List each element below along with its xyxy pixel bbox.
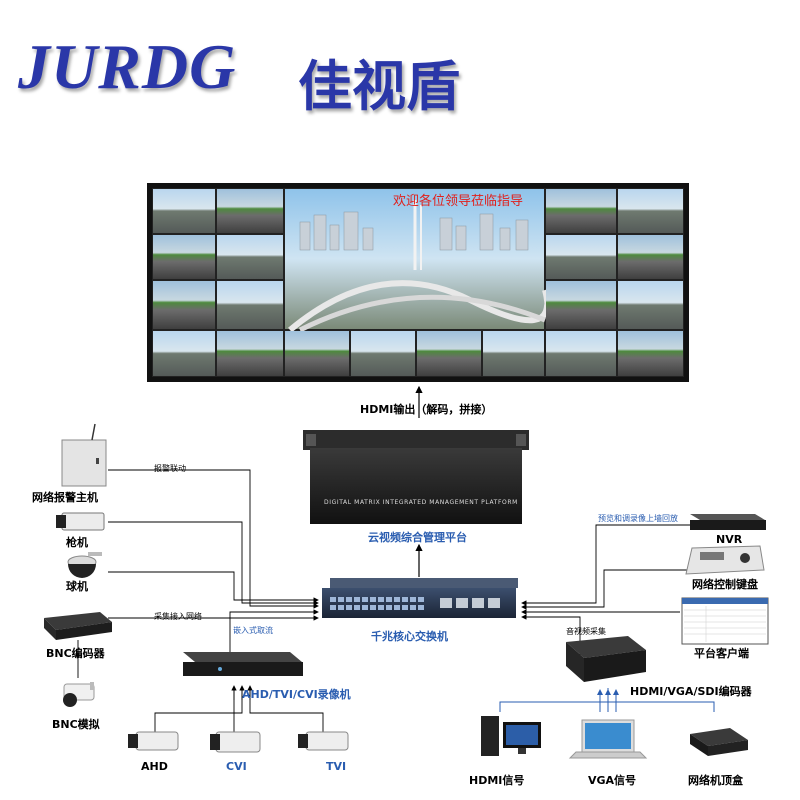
laptop-icon [570,720,646,758]
embedded-stream-label: 嵌入式取流 [233,625,273,636]
dvr-icon [183,652,303,676]
dome-camera-icon [68,552,102,578]
set-top-box-icon [690,728,748,756]
platform-client-icon [682,598,768,644]
platform-label: 云视频综合管理平台 [368,529,467,545]
keyboard-label: 网络控制键盘 [692,576,758,592]
alarm-host-icon [62,424,106,486]
av-encoder-label: HDMI/VGA/SDI编码器 [630,683,752,699]
client-label: 平台客户端 [694,645,749,661]
gun-camera-label: 枪机 [66,534,88,550]
nvr-icon [690,514,766,530]
wall-banner: 欢迎各位领导莅临指导 [393,190,523,209]
core-switch [322,578,518,618]
capture-network-label: 采集接入网络 [154,611,202,622]
dvr-label: AHD/TVI/CVI录像机 [242,686,351,702]
ahd-camera-icon [128,732,178,750]
alarm-linkage-label: 报警联动 [154,463,186,474]
av-encoder-icon [566,636,646,682]
bnc-encoder-icon [44,612,112,640]
wall-right-tiles [546,189,683,376]
preview-playback-label: 预览和调录像上墙回放 [598,513,678,524]
vga-signal-label: VGA信号 [588,772,636,788]
bnc-encoder-label: BNC编码器 [46,645,105,661]
ahd-label: AHD [141,760,168,773]
wall-left-tiles [153,189,283,376]
tvi-label: TVI [326,760,346,773]
dome-camera-label: 球机 [66,578,88,594]
cvi-camera-icon [210,732,260,752]
platform-chassis-text: DIGITAL MATRIX INTEGRATED MANAGEMENT PLA… [324,499,518,506]
platform-chassis [303,430,529,524]
alarm-host-label: 网络报警主机 [32,489,98,505]
gun-camera-icon [56,513,104,530]
switch-label: 千兆核心交换机 [371,628,448,644]
video-wall [147,183,689,382]
hdmi-output-label: HDMI输出（解码，拼接） [360,401,492,417]
bnc-analog-camera-icon [63,682,94,707]
hdmi-signal-label: HDMI信号 [469,772,524,788]
cvi-label: CVI [226,760,247,773]
set-top-box-label: 网络机顶盒 [688,772,743,788]
tvi-camera-icon [298,732,348,750]
av-capture-label: 音视频采集 [566,626,606,637]
control-keyboard-icon [686,546,764,574]
desktop-pc-icon [481,716,541,756]
nvr-label: NVR [716,533,742,546]
bnc-analog-label: BNC模拟 [52,716,100,732]
